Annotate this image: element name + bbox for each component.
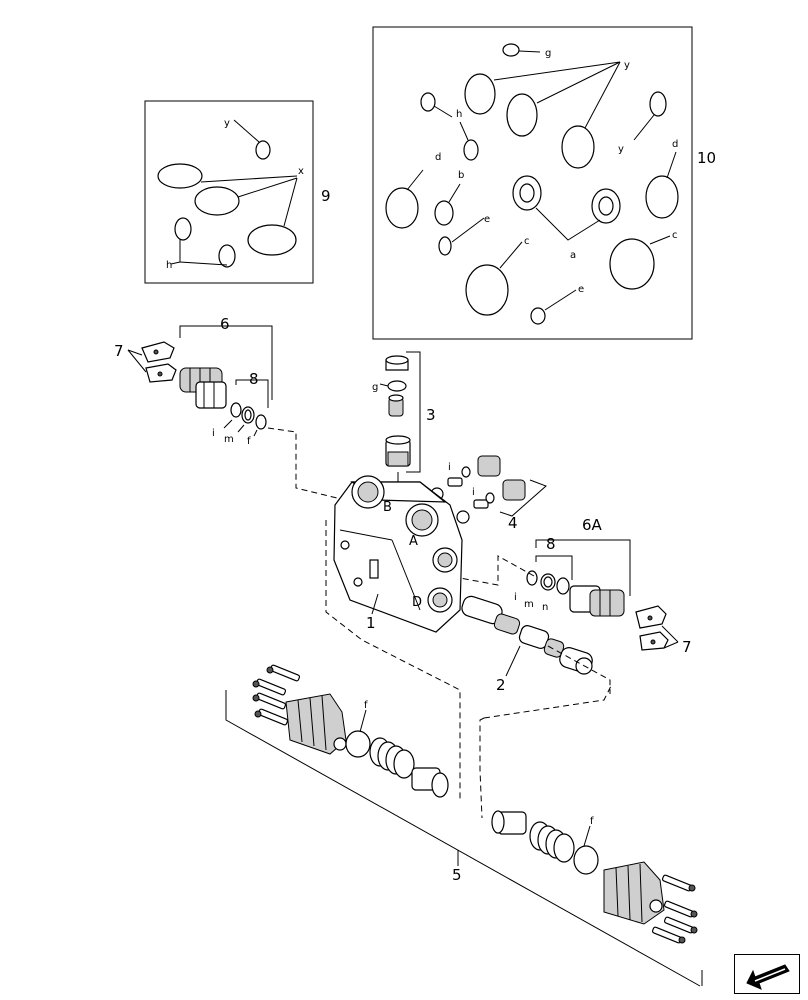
seal-kit-10-box: g y h y d d b e c a c e 10	[372, 26, 716, 340]
kit10-label-h: h	[456, 109, 462, 120]
label-i-4a: i	[448, 462, 451, 473]
spring-left	[369, 737, 415, 779]
clip-7-left	[141, 341, 177, 383]
relief-valve-group-left: i m f 6 7 8	[114, 315, 346, 501]
callout-7-left: 7	[114, 342, 124, 360]
kit10-label-c1: c	[524, 236, 530, 247]
callout-6A: 6A	[582, 516, 603, 534]
clip-7-right	[635, 605, 669, 651]
label-f-5b: f	[590, 816, 594, 827]
relief-valve-cartridge-right	[569, 585, 625, 617]
cap-screws-right	[651, 874, 698, 944]
kit9-label-h: h	[166, 260, 172, 271]
seal-h2	[218, 244, 236, 268]
seal-x1	[157, 163, 203, 189]
label-g-3: g	[372, 382, 378, 393]
kit10-label-y2: y	[618, 144, 624, 155]
label-i-8b: i	[514, 592, 517, 603]
label-m-8a: m	[224, 434, 234, 445]
kit10-label-y1: y	[624, 60, 630, 71]
callout-3: 3	[426, 406, 436, 424]
callout-8-right: 8	[546, 535, 556, 553]
spring-right	[529, 821, 575, 863]
callout-2: 2	[496, 676, 506, 694]
spring-seat-left	[411, 767, 449, 798]
callout-6: 6	[220, 315, 230, 333]
callout-8-left: 8	[249, 370, 259, 388]
callout-4: 4	[508, 514, 518, 532]
callout-5: 5	[452, 866, 462, 884]
seal-h1	[174, 217, 192, 241]
spool-2: 2	[461, 595, 611, 694]
kit10-label-g: g	[545, 48, 551, 59]
relief-valve-cartridge-left	[179, 367, 227, 409]
kit10-label-b: b	[458, 170, 464, 181]
label-m-8b: m	[524, 599, 534, 610]
end-cap-left	[285, 693, 347, 755]
label-n-8b: n	[542, 602, 548, 613]
arrow-down-left-icon	[746, 964, 790, 990]
seal-kit-9-box: y x h 9	[144, 100, 331, 284]
callout-1: 1	[366, 614, 376, 632]
port-label-A: A	[409, 534, 418, 549]
port-label-B: B	[383, 500, 392, 515]
kit10-label-e2: e	[578, 284, 584, 295]
kit10-label-d1: d	[435, 152, 441, 163]
label-i-8a: i	[212, 428, 215, 439]
end-cap-right	[603, 861, 665, 925]
check-valve-group-3: g 3	[372, 351, 436, 488]
callout-10: 10	[697, 149, 716, 167]
label-f-8a: f	[247, 436, 251, 447]
kit10-label-d2: d	[672, 139, 678, 150]
label-i-4b: i	[472, 487, 475, 498]
kit10-label-c2: c	[672, 230, 678, 241]
port-label-D: D	[412, 595, 422, 610]
callout-9: 9	[321, 187, 331, 205]
callout-7-right: 7	[682, 638, 692, 656]
kit10-label-e1: e	[484, 214, 490, 225]
spring-seat-right	[491, 810, 527, 835]
seal-x2	[194, 186, 240, 216]
kit10-label-a: a	[570, 250, 576, 261]
next-page-arrow-button[interactable]	[734, 954, 800, 994]
relief-valve-group-right: i m n 6A 8 7	[459, 516, 692, 656]
centering-spring-group-5: f f	[225, 664, 703, 987]
valve-body-1: B A D 1	[333, 475, 463, 633]
kit9-label-y: y	[224, 118, 230, 129]
seal-x3	[247, 224, 297, 256]
cap-screws-left	[252, 664, 301, 726]
kit9-label-x: x	[298, 166, 304, 177]
seal-y	[255, 140, 271, 160]
label-f-5a: f	[364, 700, 368, 711]
